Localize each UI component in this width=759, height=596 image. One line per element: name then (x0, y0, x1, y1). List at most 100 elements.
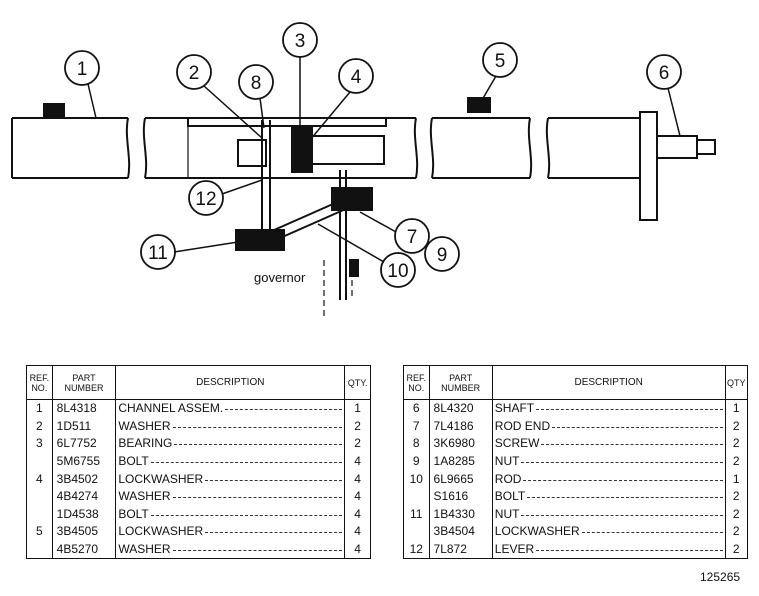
description-label: WASHER (118, 418, 171, 433)
part-number-cell: 1D511 (51, 417, 117, 436)
description-label: SCREW (494, 436, 540, 451)
description-cell: SCREW (491, 435, 726, 453)
governor-label: governor (254, 270, 306, 285)
description-label: CHANNEL ASSEM. (118, 401, 224, 416)
header-part: PART NUMBER (428, 365, 493, 400)
ref-cell (26, 452, 53, 471)
description-cell: BOLT (115, 452, 346, 471)
ref-cell: 3 (26, 435, 53, 453)
ref-cell: 10 (403, 470, 430, 488)
leader-dashes (536, 550, 723, 552)
qty-cell: 2 (724, 487, 749, 506)
ref-cell: 8 (403, 435, 430, 453)
ref-cell: 2 (26, 417, 53, 436)
description-cell: BOLT (115, 505, 346, 524)
qty-cell: 4 (344, 523, 371, 541)
part-number-cell: 5M6755 (51, 452, 117, 471)
callout-8: 8 (251, 73, 262, 94)
leader-dashes (527, 497, 723, 499)
leader-dashes (541, 444, 723, 446)
shaft (656, 135, 698, 159)
leader-dashes (205, 479, 343, 481)
qty-cell: 4 (344, 452, 371, 471)
ref-cell: 5 (26, 523, 53, 541)
ref-cell (26, 487, 53, 506)
description-label: LEVER (494, 542, 535, 557)
qty-cell: 2 (344, 435, 371, 453)
description-cell: ROD (491, 470, 726, 488)
header-qty: QTY (724, 365, 749, 400)
leader-dashes (150, 462, 343, 464)
figure-number: 125265 (700, 570, 741, 584)
callout-7: 7 (407, 227, 418, 248)
leader-dashes (552, 426, 723, 428)
callout-11: 11 (148, 243, 168, 264)
header-qty: QTY. (344, 365, 371, 400)
part-number-cell: 1A8285 (428, 452, 493, 471)
qty-cell: 2 (724, 523, 749, 541)
leader-dashes (521, 514, 723, 516)
leader-dashes (581, 532, 723, 534)
leader-dashes (172, 497, 343, 499)
description-cell: NUT (491, 505, 726, 524)
leader-dashes (205, 532, 343, 534)
part-number-cell: 6L9665 (428, 470, 493, 488)
channel-segment-3 (429, 117, 533, 179)
nut (235, 229, 285, 251)
part-number-cell: 3B4505 (51, 523, 117, 541)
qty-cell: 2 (344, 417, 371, 436)
part-number-cell: 8L4320 (428, 399, 493, 418)
qty-cell: 4 (344, 487, 371, 506)
callout-3: 3 (295, 31, 306, 52)
part-number-cell: 1B4330 (428, 505, 493, 524)
description-cell: CHANNEL ASSEM. (115, 399, 346, 418)
leader-dashes (225, 409, 343, 411)
description-cell: WASHER (115, 540, 346, 560)
description-cell: LEVER (491, 540, 726, 560)
qty-cell: 4 (344, 505, 371, 524)
bolt-top-5 (467, 97, 491, 113)
description-cell: SHAFT (491, 399, 726, 418)
qty-cell: 2 (724, 417, 749, 436)
description-cell: WASHER (115, 417, 346, 436)
part-number-cell: 4B5270 (51, 540, 117, 560)
header-description: DESCRIPTION (491, 365, 726, 400)
description-label: LOCKWASHER (118, 524, 204, 539)
bolt-top-1 (43, 103, 65, 117)
part-number-cell: 7L872 (428, 540, 493, 560)
part-number-cell: 6L7752 (51, 435, 117, 453)
ref-cell: 1 (26, 399, 53, 418)
channel-segment-4 (545, 117, 640, 179)
description-label: ROD (494, 471, 522, 486)
leader-dashes (172, 426, 343, 428)
part-number-cell: 4B4274 (51, 487, 117, 506)
part-number-cell: 3B4504 (428, 523, 493, 541)
callout-4: 4 (351, 67, 362, 88)
leader-dashes (172, 550, 343, 552)
part-number-cell: 8L4318 (51, 399, 117, 418)
description-label: BOLT (118, 454, 149, 469)
end-plate (639, 111, 658, 221)
description-cell: LOCKWASHER (491, 523, 726, 541)
callout-5: 5 (495, 51, 506, 72)
header-ref: REF. NO. (26, 365, 53, 400)
description-label: NUT (494, 454, 520, 469)
part-number-cell: 1D4538 (51, 505, 117, 524)
qty-cell: 2 (724, 435, 749, 453)
qty-cell: 2 (724, 505, 749, 524)
callout-10: 10 (387, 261, 408, 282)
channel-segment-2 (142, 117, 419, 179)
